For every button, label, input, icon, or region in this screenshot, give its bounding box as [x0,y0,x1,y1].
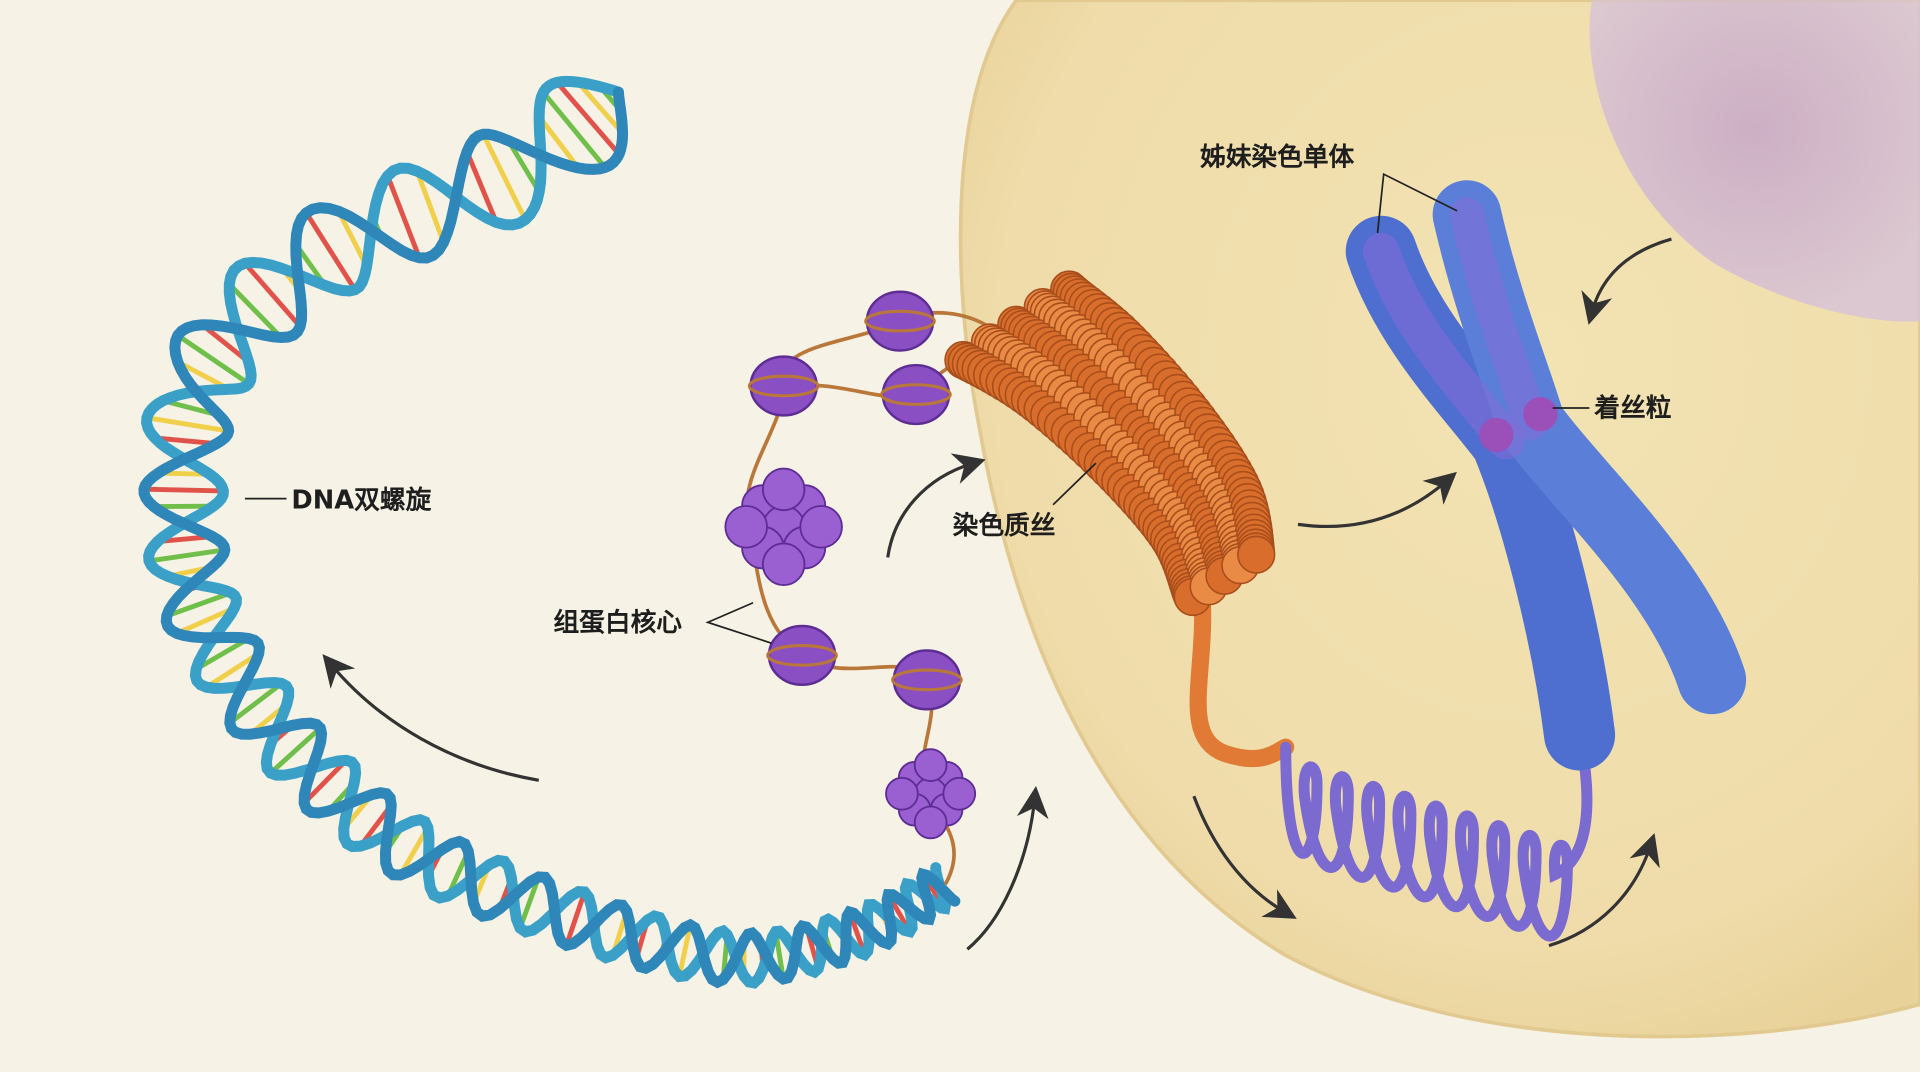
base-pair [268,726,322,775]
base-pair [200,322,251,364]
base-pair [575,80,625,135]
centromere-left [1479,417,1514,453]
base-pair [385,174,422,259]
nucleosome [865,290,935,352]
arrow-icon [1581,237,1672,325]
fiber-loop [1237,535,1276,574]
base-pair [336,210,369,268]
nucleosome [749,355,818,417]
arrow-icon [1297,471,1457,529]
label-dna-helix: DNA双螺旋 [291,485,431,515]
chromatin-coil [1280,729,1593,942]
dna-wrap [891,668,963,692]
fiber-tail [1189,567,1295,768]
nucleosome [881,363,951,426]
base-pair [175,605,236,636]
base-pair [564,891,587,947]
arrow-icon [1192,795,1297,919]
dna-wrap [864,309,936,333]
labels: DNA双螺旋 组蛋白核心 染色质丝 姊妹染色单体 着丝粒 [244,142,1672,644]
base-pair [146,415,229,434]
label-histone-core: 组蛋白核心 [553,607,682,638]
histone-octamer [724,505,768,549]
base-pair [176,333,251,386]
chromosome [1345,180,1747,771]
histone-octamer [761,467,806,512]
base-pair [148,547,226,564]
base-pair [676,924,693,977]
base-pair [464,150,499,224]
histone-octamer [799,505,843,549]
histone-octamer [885,776,919,811]
dna-strand [141,75,952,989]
label-sister-chromatids: 姊妹染色单体 [1200,142,1355,173]
nucleus [1589,0,1920,322]
base-pair [304,211,358,292]
base-pair [194,636,251,672]
label-chromatin-fiber: 染色质丝 [953,510,1056,541]
histone-octamer [913,748,948,782]
centromere-right [1523,397,1558,432]
base-pair [506,139,542,194]
dna-strand [138,86,961,989]
cell-body [958,0,1920,1039]
nucleosome-string [724,290,993,886]
arrow-icon [1548,833,1660,948]
base-pair [414,170,446,244]
base-pair [517,876,542,929]
base-pair [227,282,283,340]
base-pair [228,681,284,725]
base-pair [555,80,621,156]
base-pair [165,590,232,619]
base-pair [537,115,581,170]
dna-wrap [880,383,952,406]
base-pair [302,758,348,805]
process-arrows [322,237,1672,951]
histone-octamer [913,805,948,840]
chromatin-fiber [944,270,1295,768]
dna-wrap [766,644,838,667]
base-pair [143,486,224,494]
label-centromere: 着丝粒 [1593,393,1671,424]
base-pair [481,133,528,221]
dna-double-helix [138,75,961,989]
base-pair [541,90,607,169]
arrow-icon [886,453,986,558]
dna-wrap [747,374,820,398]
arrow-icon [322,654,540,782]
histone-octamer [761,542,806,587]
base-pair [243,261,302,329]
histone-octamer [942,776,977,811]
nucleosome [892,649,962,711]
arrow-icon [966,785,1049,951]
nucleosome [767,624,837,686]
base-pair [205,651,261,690]
base-pair [154,435,217,447]
